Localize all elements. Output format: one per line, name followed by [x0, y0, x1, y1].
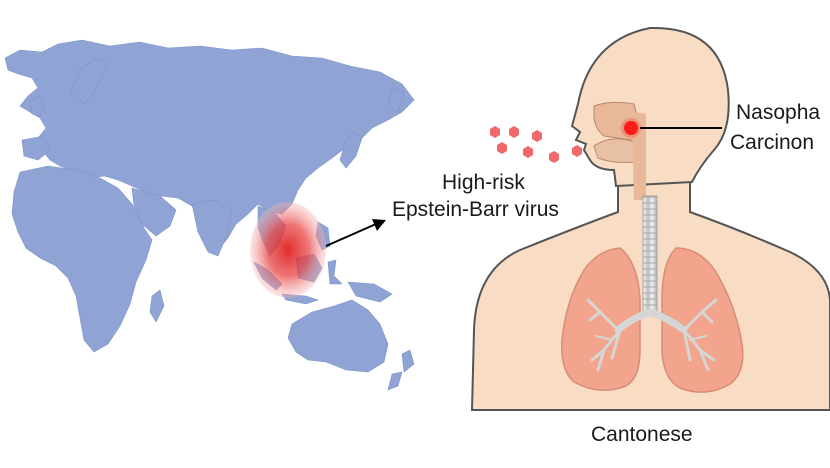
- virus-particles: [490, 126, 582, 163]
- new-zealand: [401, 349, 415, 373]
- hexagon-virus-icon: [532, 130, 542, 142]
- risk-label-line1: High-risk: [442, 171, 525, 194]
- british-isles: [29, 95, 45, 117]
- population-label: Cantonese: [591, 423, 693, 446]
- nasopharyngeal-label-line2: Carcinon: [730, 131, 815, 154]
- hexagon-virus-icon: [497, 142, 507, 154]
- hexagon-virus-icon: [572, 145, 582, 157]
- high-risk-region-hotspot: [250, 202, 326, 298]
- arabian-peninsula: [131, 187, 177, 237]
- australia: [287, 299, 389, 373]
- eurasia-landmass: [4, 39, 415, 251]
- hexagon-virus-icon: [523, 146, 533, 158]
- oral-cavity: [593, 138, 635, 163]
- japan: [339, 131, 363, 169]
- new-guinea: [347, 281, 393, 303]
- lungs: [561, 195, 744, 393]
- nasopharyngeal-label-line1: Nasopha: [736, 101, 821, 124]
- bronchial-tree: [586, 298, 718, 372]
- tumor-dot-icon: [624, 121, 638, 135]
- hexagon-virus-icon: [509, 126, 519, 138]
- sulawesi: [327, 259, 343, 285]
- pharynx: [632, 112, 646, 200]
- tumor-glow: [621, 118, 641, 138]
- scandinavia: [69, 57, 109, 105]
- indian-subcontinent: [191, 199, 233, 257]
- hexagon-virus-icon: [490, 126, 500, 138]
- iberia: [21, 135, 51, 161]
- arrow-right-icon: [325, 219, 386, 247]
- risk-label-line2: Epstein-Barr virus: [392, 198, 559, 221]
- africa: [11, 165, 153, 353]
- madagascar: [149, 289, 165, 323]
- new-zealand-south: [387, 371, 403, 391]
- trachea: [642, 195, 658, 315]
- kamchatka: [387, 87, 405, 113]
- hexagon-virus-icon: [549, 151, 559, 163]
- world-map: [4, 39, 415, 391]
